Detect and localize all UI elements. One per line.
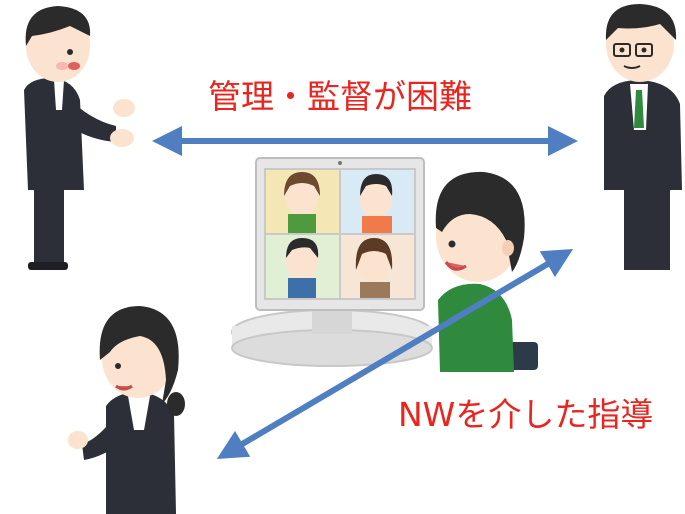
businessman-left-icon	[24, 6, 135, 270]
businesswoman-icon	[68, 306, 185, 514]
label-management-difficult: 管理・監督が困難	[208, 77, 472, 116]
label-network-guidance: NWを介した指導	[398, 395, 654, 434]
double-arrow-diagonal	[216, 248, 574, 460]
businessman-right-icon	[604, 4, 682, 270]
young-man-icon	[435, 171, 538, 372]
video-conference-monitor	[231, 157, 433, 367]
